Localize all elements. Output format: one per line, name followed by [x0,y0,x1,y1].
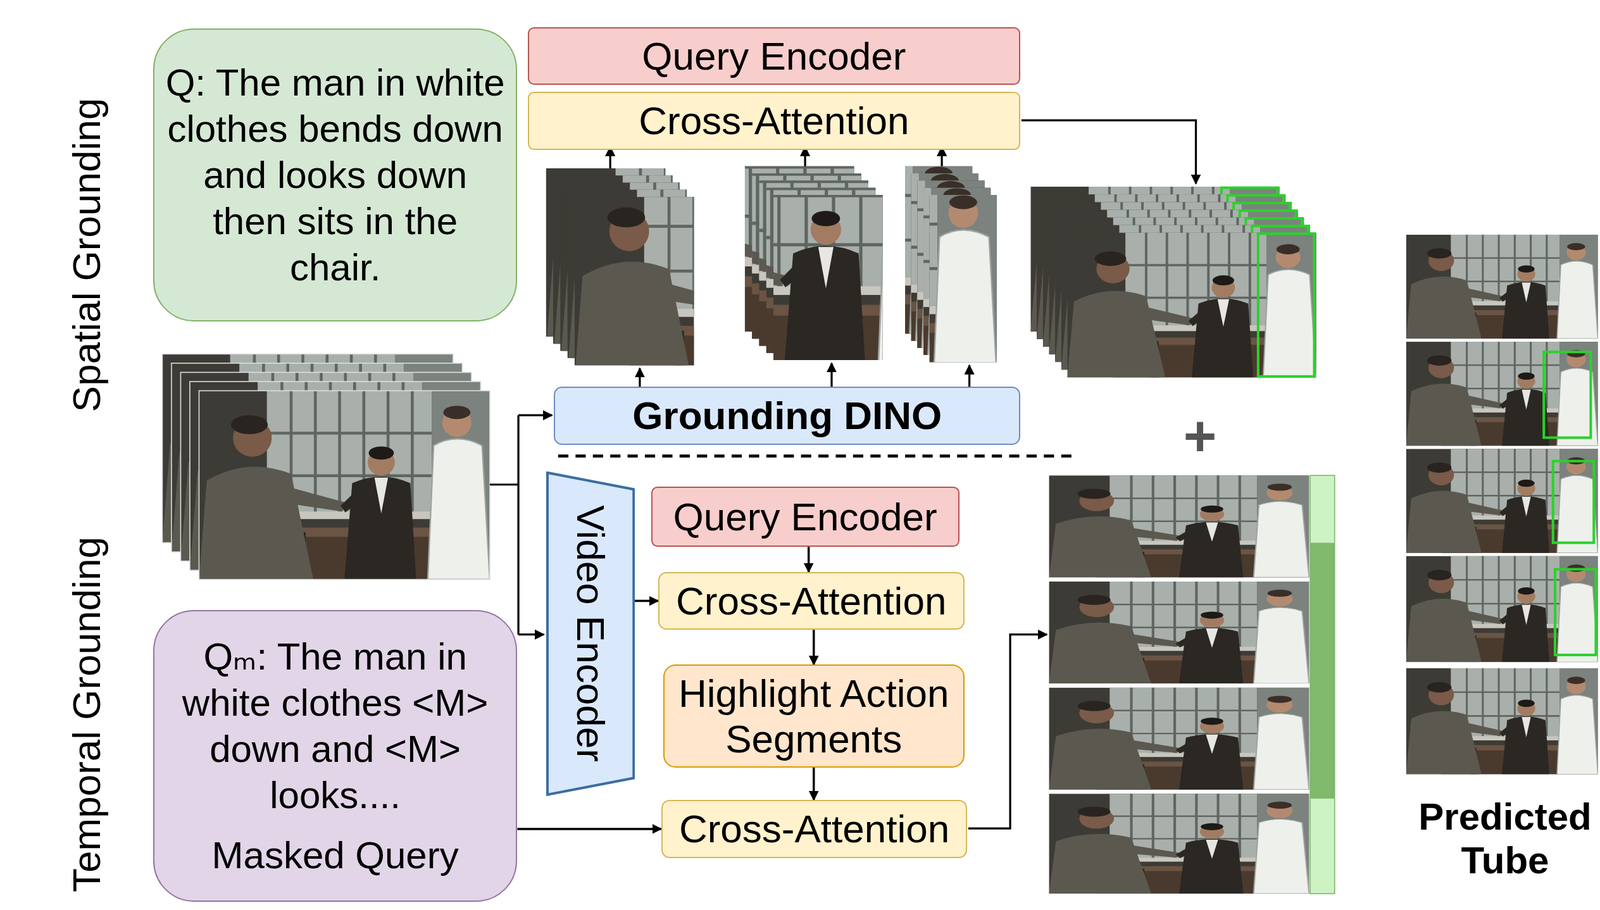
node-text: Cross-Attention [671,806,958,852]
temporal-output-frames-part [1310,475,1335,894]
flow-arrow-part [489,415,519,635]
flow-connector [634,600,659,603]
predicted-tube-frames-part [1406,556,1599,663]
detector-box: Grounding DINO [553,386,1021,445]
encoder-trapezoid: Video Encoder [546,471,635,797]
flow-arrow-part [609,146,612,169]
output-label: Predicted Tube [1410,794,1600,883]
predicted-tube-frames-part [1543,351,1591,438]
temporal-output-frames-part [1048,581,1309,684]
trapezoid-shape [547,472,634,795]
input-frames-part [198,390,490,580]
node-text: Query Encoder [661,494,950,540]
attention-box: Cross-Attention [527,91,1021,150]
temporal-output-frames [1048,475,1335,894]
masked-query-box: Qₘ: The man in white clothes <M> down an… [153,610,518,902]
node-text: Cross-Attention [668,578,955,624]
node-caption: Masked Query [163,832,508,879]
crop-frames-part-part [700,179,997,378]
flow-arrow-part [968,634,1047,829]
spatial-output-frames [1030,186,1316,378]
flow-arrow [489,120,1197,829]
predicted-tube-frames-part [1553,461,1594,544]
input-frames-part [198,390,490,580]
input-frames [162,353,490,580]
predicted-tube-frames-part [1406,234,1599,339]
crop-frames-part [700,179,997,378]
temporal-output-frames-part [1310,798,1335,894]
temporal-output-frames-part [1310,543,1335,800]
crop-frames [546,117,998,381]
plus-sign: + [1183,403,1218,470]
temporal-output-frames-part [1048,793,1309,894]
node-text: Q: The man in white clothes bends down a… [163,59,508,292]
flow-connector [517,827,661,831]
node-text: Qₘ: The man in white clothes <M> down an… [163,633,508,819]
attention-box: Cross-Attention [658,572,965,630]
flow-arrow-part [518,414,552,417]
node-text: Query Encoder [537,33,1011,79]
predicted-tube-frames-part [1555,569,1596,656]
flow-connector [812,629,816,665]
highlight-box: Highlight Action Segments [663,664,965,768]
flow-arrow-part [518,633,544,636]
flow-connector [812,767,816,800]
predicted-tube-frames-part [1406,341,1599,446]
flow-connector [807,546,811,573]
section-label: Spatial Grounding [63,98,109,413]
flow-arrow-part [940,146,943,167]
temporal-output-frames-part [1048,687,1309,790]
attention-box: Cross-Attention [661,800,968,858]
node-text: Highlight Action Segments [673,670,955,762]
predicted-tube-frames-part [1406,668,1599,775]
query-box: Q: The man in white clothes bends down a… [153,28,518,322]
predicted-tube-frames [1406,234,1599,775]
flow-arrow-part [803,146,806,167]
node-text: Cross-Attention [537,98,1011,144]
section-label: Temporal Grounding [63,536,109,893]
temporal-output-frames-part [1310,475,1335,543]
temporal-output-frames-part [1048,475,1309,578]
encoder-box: Query Encoder [651,486,960,547]
node-text: Video Encoder [567,505,613,763]
predicted-tube-frames-part [1406,448,1599,553]
flow-arrow-part [1021,120,1197,184]
spatial-output-frames-part [1067,232,1316,378]
crop-frames-part [620,146,949,365]
crop-frames-part-part [620,146,949,365]
spatial-output-frames-part [1258,233,1315,377]
encoder-box: Query Encoder [527,27,1021,85]
node-text: Grounding DINO [563,393,1011,438]
separator-line [558,454,1077,458]
